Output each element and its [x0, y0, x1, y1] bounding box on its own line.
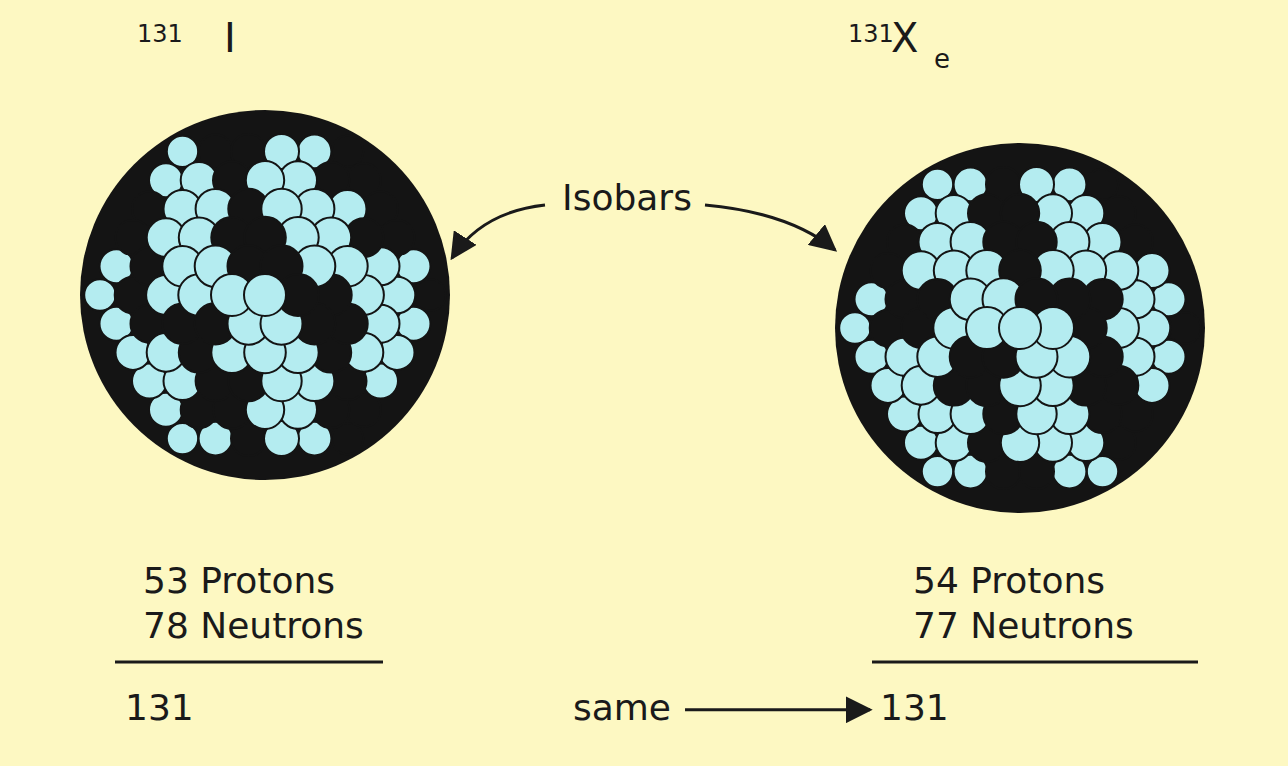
mass-sum: 131	[880, 690, 949, 726]
neutron-count: 77 Neutrons	[913, 608, 1134, 644]
pointer-arrow	[705, 205, 835, 250]
proton-count: 54 Protons	[913, 563, 1105, 599]
nucleus-body	[835, 143, 1205, 513]
xenon-nucleus	[835, 143, 1205, 513]
mass-number: 131	[137, 22, 183, 46]
element-symbol-part: e	[934, 46, 950, 72]
mass-number: 131	[848, 22, 894, 46]
proton-ball	[84, 279, 116, 311]
nucleus-body	[80, 110, 450, 480]
element-symbol: X	[891, 18, 918, 58]
element-symbol: I	[224, 18, 236, 58]
mass-sum: 131	[125, 690, 194, 726]
neutron-count: 78 Neutrons	[143, 608, 364, 644]
same-arrow	[685, 708, 870, 711]
proton-ball	[999, 307, 1041, 349]
proton-count: 53 Protons	[143, 563, 335, 599]
sum-rule	[115, 661, 383, 664]
proton-ball	[244, 274, 286, 316]
isobars-label: Isobars	[562, 180, 692, 216]
neutron-ball	[1169, 312, 1201, 344]
proton-ball	[839, 312, 871, 344]
same-arrows	[685, 709, 870, 710]
iodine-nucleus	[80, 110, 450, 480]
pointer-arrow	[452, 205, 545, 258]
same-label: same	[573, 690, 671, 726]
sum-rule	[872, 661, 1198, 664]
neutron-ball	[414, 279, 446, 311]
